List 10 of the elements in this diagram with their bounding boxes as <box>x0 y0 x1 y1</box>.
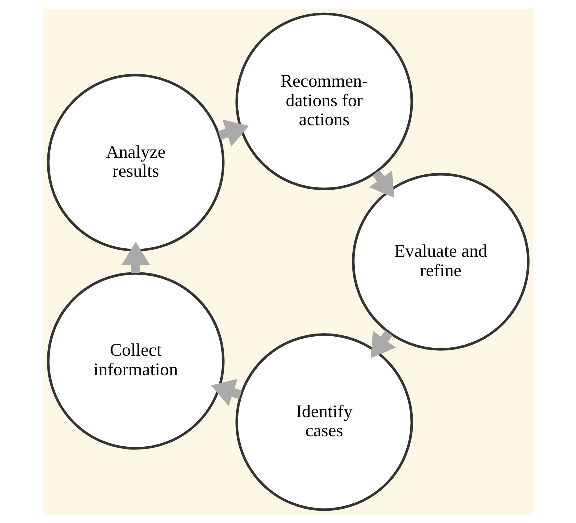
node-circle: Analyze results <box>46 74 224 252</box>
node-circle: Recommen- dations for actions <box>235 12 413 190</box>
node-circle: Collect information <box>46 272 224 450</box>
arrow <box>210 378 242 406</box>
arrow <box>218 119 249 146</box>
node-circle: Identify cases <box>235 333 413 511</box>
arrow <box>121 242 150 273</box>
node-circle: Evaluate and refine <box>352 172 530 350</box>
arrow <box>368 170 394 198</box>
arrow <box>370 330 396 358</box>
